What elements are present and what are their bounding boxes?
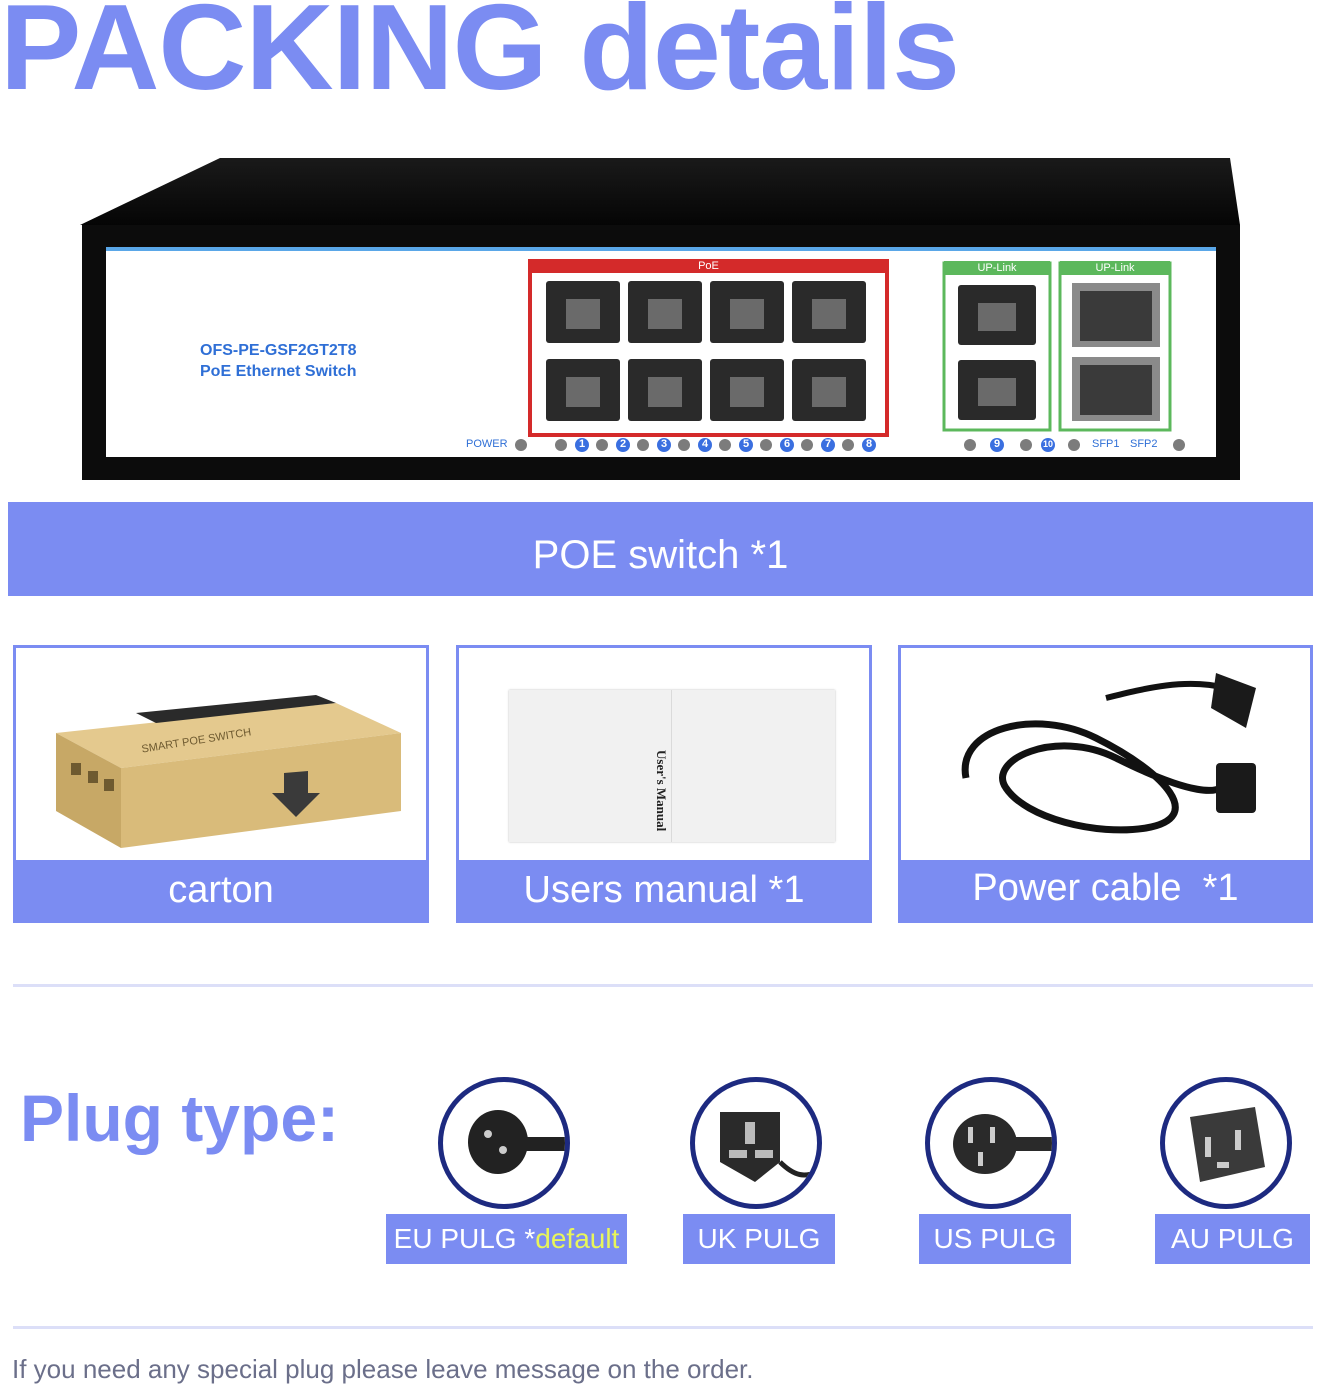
port-number-8: 8 [865,438,873,450]
manual-title-text: User's Manual [654,750,669,832]
sfp2-label: SFP2 [1130,438,1158,450]
carton-box-image: SMART POE SWITCH [46,693,406,853]
au-plug-label: AU PULG [1155,1214,1310,1264]
port-number-2: 2 [619,438,627,450]
uk-plug-icon [690,1077,822,1209]
us-plug-icon [925,1077,1057,1209]
carton-card: SMART POE SWITCH carton [13,645,429,923]
footer-divider [13,1326,1313,1329]
page-title: PACKING details [0,0,960,115]
eu-plug-label: EU PULG *default [386,1214,627,1264]
eu-plug-icon [438,1077,570,1209]
default-highlight: default [535,1223,620,1254]
power-led-label: POWER [466,438,508,450]
uplink-label-2: UP-Link [1095,262,1135,274]
port-number-1: 1 [578,438,586,450]
power-cable-label: Power cable *1 [898,860,1313,923]
power-cable-card: Power cable *1 [898,645,1313,923]
users-manual-card: User's Manual Users manual *1 [456,645,872,923]
poe-group-label: PoE [698,260,719,272]
us-plug-label: US PULG [919,1214,1071,1264]
switch-model: OFS-PE-GSF2GT2T8 [200,342,357,359]
eu-plug-text: EU PULG * [393,1223,536,1254]
port-number-9: 9 [993,438,1001,450]
uk-plug-label: UK PULG [683,1214,835,1264]
sfp1-label: SFP1 [1092,438,1120,450]
section-divider [13,984,1313,987]
port-number-4: 4 [701,438,709,450]
footer-note: If you need any special plug please leav… [12,1354,754,1384]
poe-switch-image: OFS-PE-GSF2GT2T8 PoE Ethernet Switch PoE… [80,155,1240,485]
carton-label: carton [13,860,429,923]
au-plug-icon [1160,1077,1292,1209]
switch-subtitle: PoE Ethernet Switch [200,363,357,380]
uplink-label-1: UP-Link [977,262,1017,274]
users-manual-label: Users manual *1 [456,860,872,923]
port-number-6: 6 [783,438,791,450]
port-number-7: 7 [824,438,832,450]
poe-switch-banner: POE switch *1 [8,502,1313,596]
port-number-3: 3 [660,438,668,450]
user-manual-image: User's Manual [509,690,835,842]
port-number-10: 10 [1042,439,1053,449]
port-number-5: 5 [742,438,750,450]
power-cable-image [946,668,1276,853]
plug-type-title: Plug type: [20,1081,340,1155]
